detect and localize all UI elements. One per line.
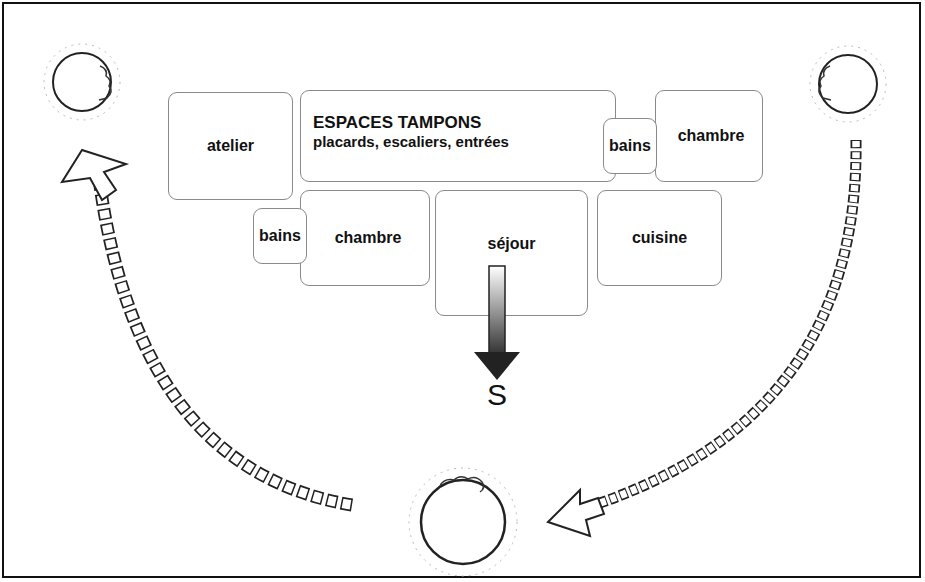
room-box: ESPACES TAMPONSplacards, escaliers, entr… [300, 90, 616, 182]
sun-bottom [409, 468, 517, 576]
room-box: chambre [300, 190, 430, 286]
room-detail: placards, escaliers, entrées [313, 133, 509, 150]
room-box: séjour [435, 190, 588, 316]
sun-path-arrowhead [548, 490, 604, 536]
room-name: bains [259, 227, 301, 245]
room-name: chambre [678, 127, 745, 145]
sun-right [810, 46, 886, 122]
room-name: bains [609, 137, 651, 155]
south-label: S [487, 378, 507, 412]
room-name: cuisine [632, 229, 687, 247]
room-box: chambre [655, 90, 763, 182]
room-box: bains [603, 118, 657, 174]
room-name: atelier [207, 137, 254, 155]
room-name: chambre [335, 229, 402, 247]
sun-path-chain [585, 140, 856, 508]
room-box: cuisine [597, 190, 722, 286]
room-box: atelier [168, 92, 293, 200]
sun-left [44, 44, 120, 120]
room-box: bains [253, 208, 307, 264]
room-name: ESPACES TAMPONS [313, 113, 481, 133]
room-name: séjour [487, 235, 535, 253]
sun-path-arrowhead [62, 150, 126, 200]
